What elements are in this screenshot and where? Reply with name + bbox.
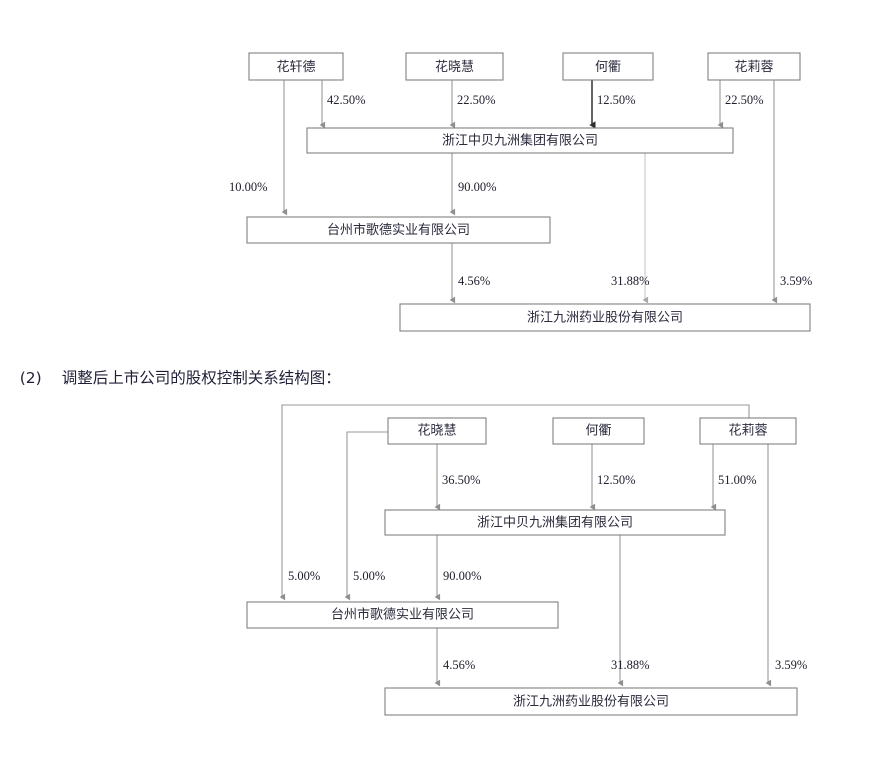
edge-label-10-00: 10.00% [229,180,268,194]
node-label-gede-company: 台州市歌德实业有限公司 [327,222,470,238]
edge2-label-31-88: 31.88% [611,658,650,672]
node-group-company[interactable]: 浙江中贝九洲集团有限公司 [306,127,734,154]
edge2-label-5-00-a: 5.00% [288,569,320,583]
node-huaxiande[interactable]: 花轩德 [248,52,344,81]
edge-label-42-50: 42.50% [327,93,366,107]
edge-label-4-56: 4.56% [458,274,490,288]
node-label-hualirong: 花莉蓉 [734,59,773,75]
edge2-label-3-59: 3.59% [775,658,807,672]
section-title: 调整后上市公司的股权控制关系结构图： [61,369,341,387]
node-label-hequ: 何衢 [595,59,621,75]
node-huaxiaohui[interactable]: 花晓慧 [405,52,504,81]
edge2-huaxiaohui-to-gede [344,431,388,601]
node2-label-hequ: 何衢 [585,423,611,439]
node2-label-gede-company: 台州市歌德实业有限公司 [331,607,474,623]
edge2-label-51-00: 51.00% [718,473,757,487]
edge-label-22-50-b: 22.50% [725,93,764,107]
edge2-hualirong-to-gede [279,404,750,601]
node2-label-group-company: 浙江中贝九洲集团有限公司 [477,515,633,531]
section-number: (2) [19,369,42,387]
node2-group-company[interactable]: 浙江中贝九洲集团有限公司 [384,509,726,536]
edge2-label-12-50: 12.50% [597,473,636,487]
edge2-label-36-50: 36.50% [442,473,481,487]
edge2-label-5-00-b: 5.00% [353,569,385,583]
node-hequ[interactable]: 何衢 [562,52,654,81]
node2-hualirong[interactable]: 花莉蓉 [699,417,797,445]
node-gede-company[interactable]: 台州市歌德实业有限公司 [246,216,551,244]
node2-label-hualirong: 花莉蓉 [728,423,767,439]
edge-label-3-59: 3.59% [780,274,812,288]
node-label-jiuzhou-company: 浙江九洲药业股份有限公司 [527,311,683,326]
edge2-label-4-56: 4.56% [443,658,475,672]
section-heading: (2) 调整后上市公司的股权控制关系结构图： [0,345,560,411]
edge-label-31-88: 31.88% [611,274,650,288]
node2-gede-company[interactable]: 台州市歌德实业有限公司 [246,601,559,629]
node-jiuzhou-company[interactable]: 浙江九洲药业股份有限公司 [399,303,811,332]
node2-label-jiuzhou-company: 浙江九洲药业股份有限公司 [513,695,669,710]
node-label-huaxiande: 花轩德 [276,59,315,75]
node2-hequ[interactable]: 何衢 [552,417,645,445]
node-label-group-company: 浙江中贝九洲集团有限公司 [442,133,598,149]
node-label-huaxiaohui: 花晓慧 [435,59,474,75]
node-hualirong[interactable]: 花莉蓉 [707,52,801,81]
node2-huaxiaohui[interactable]: 花晓慧 [387,417,487,445]
node2-label-huaxiaohui: 花晓慧 [417,423,456,439]
edge-label-90-00: 90.00% [458,180,497,194]
edge-label-22-50-a: 22.50% [457,93,496,107]
edge2-label-90-00: 90.00% [443,569,482,583]
edge-label-12-50: 12.50% [597,93,636,107]
node2-jiuzhou-company[interactable]: 浙江九洲药业股份有限公司 [384,687,798,716]
